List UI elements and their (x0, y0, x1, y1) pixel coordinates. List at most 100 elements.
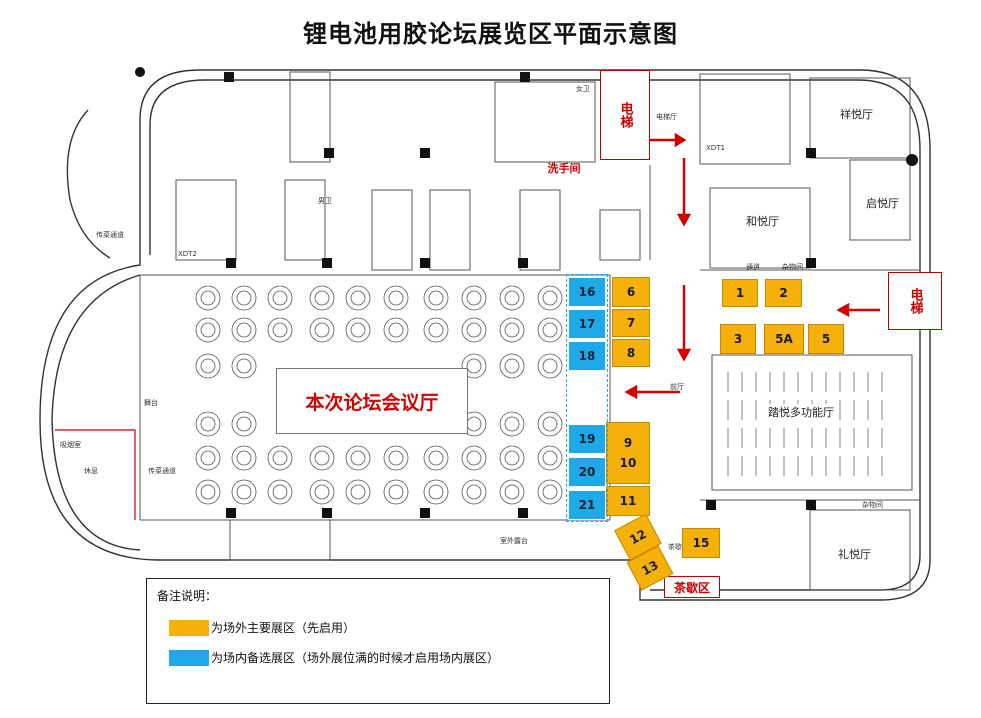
washroom-label: 洗手间 (540, 160, 588, 176)
round-table (461, 285, 487, 311)
round-table (499, 353, 525, 379)
round-table-top (236, 358, 252, 374)
round-table (537, 353, 563, 379)
outdoor-label: 室外露台 (500, 537, 528, 545)
stage-label: 舞台 (144, 399, 158, 407)
round-table (499, 479, 525, 505)
pass-label: 通道 (746, 263, 760, 271)
round-table-top (466, 416, 482, 432)
booth-1-label: 1 (735, 286, 745, 300)
conference-hall-label: 本次论坛会议厅 (276, 368, 468, 434)
round-table (383, 479, 409, 505)
round-table (345, 317, 371, 343)
elevator-label-right: 电梯 (888, 272, 942, 330)
booth-10-label: 10 (619, 456, 637, 470)
booth-6[interactable]: 6 (612, 277, 650, 307)
round-table (499, 285, 525, 311)
round-table (537, 317, 563, 343)
round-table-top (428, 322, 444, 338)
round-table-top (428, 450, 444, 466)
round-table (499, 445, 525, 471)
booth-15[interactable]: 15 (682, 528, 720, 558)
booth-21[interactable]: 21 (568, 490, 606, 520)
round-table-top (236, 484, 252, 500)
round-table-top (388, 450, 404, 466)
booth-5a-label: 5A (775, 332, 793, 346)
round-table (537, 445, 563, 471)
round-table-top (350, 450, 366, 466)
backup-column (566, 274, 608, 522)
round-table-top (314, 484, 330, 500)
booth-17-label: 17 (578, 317, 596, 331)
page-title: 锂电池用胶论坛展览区平面示意图 (303, 20, 678, 48)
booth-19-label: 19 (578, 432, 596, 446)
round-table (499, 411, 525, 437)
booth-3[interactable]: 3 (720, 324, 756, 354)
booth-18[interactable]: 18 (568, 341, 606, 371)
round-table (231, 445, 257, 471)
legend-text-main: 为场外主要展区（先启用） (211, 621, 356, 635)
round-table-top (466, 450, 482, 466)
direction-arrows (624, 132, 880, 400)
round-table (461, 479, 487, 505)
smoke-label: 吸烟室 (60, 441, 81, 449)
round-table-top (388, 322, 404, 338)
legend-row-main: 为场外主要展区（先启用） (169, 619, 355, 636)
round-table (309, 445, 335, 471)
round-table-top (200, 484, 216, 500)
legend-swatch-main (169, 619, 209, 636)
elevator-label-right-text: 电梯 (907, 288, 923, 314)
booth-19[interactable]: 19 (568, 424, 606, 454)
round-table (231, 411, 257, 437)
round-table-top (314, 450, 330, 466)
round-table (461, 445, 487, 471)
booth-9-10[interactable]: 9 10 (606, 422, 650, 484)
booth-5[interactable]: 5 (808, 324, 844, 354)
round-table (195, 317, 221, 343)
round-table-top (236, 416, 252, 432)
round-table-top (466, 484, 482, 500)
elevator-label-top: 电梯 (600, 70, 650, 160)
round-table-top (200, 322, 216, 338)
round-table-top (350, 290, 366, 306)
round-table-top (272, 450, 288, 466)
booth-12-label: 12 (627, 526, 649, 548)
round-table-top (272, 484, 288, 500)
booth-16[interactable]: 16 (568, 277, 606, 307)
round-table-top (504, 450, 520, 466)
round-table-top (542, 450, 558, 466)
round-table-top (388, 484, 404, 500)
round-table (309, 285, 335, 311)
legend-title: 备注说明： (157, 589, 218, 603)
booth-21-label: 21 (578, 498, 596, 512)
round-table-top (542, 358, 558, 374)
smoking-area-outline (55, 429, 136, 520)
booth-18-label: 18 (578, 349, 596, 363)
booth-1[interactable]: 1 (722, 279, 758, 307)
round-table-top (504, 322, 520, 338)
round-table-top (504, 416, 520, 432)
booth-11[interactable]: 11 (606, 486, 650, 516)
booth-17[interactable]: 17 (568, 309, 606, 339)
round-table-top (504, 290, 520, 306)
booth-5a[interactable]: 5A (764, 324, 804, 354)
washroom-label-text: 洗手间 (547, 162, 581, 175)
round-table-top (504, 484, 520, 500)
booth-2[interactable]: 2 (765, 279, 802, 307)
passage-left-label: 传菜通道 (96, 231, 124, 239)
round-table (461, 317, 487, 343)
kitchen-label: 休息 (84, 467, 98, 475)
round-table (309, 479, 335, 505)
round-table (195, 411, 221, 437)
elevator-label-top-text: 电梯 (617, 102, 633, 128)
booth-6-label: 6 (626, 285, 636, 299)
round-table-top (200, 416, 216, 432)
building-outline (39, 69, 931, 601)
round-table-top (350, 484, 366, 500)
booth-7[interactable]: 7 (612, 309, 650, 337)
room-multi: 踏悦多功能厅 (768, 404, 834, 420)
booth-20[interactable]: 20 (568, 457, 606, 487)
female-wc-label: 女卫 (576, 85, 590, 93)
booth-8[interactable]: 8 (612, 339, 650, 367)
booth-11-label: 11 (619, 494, 637, 508)
